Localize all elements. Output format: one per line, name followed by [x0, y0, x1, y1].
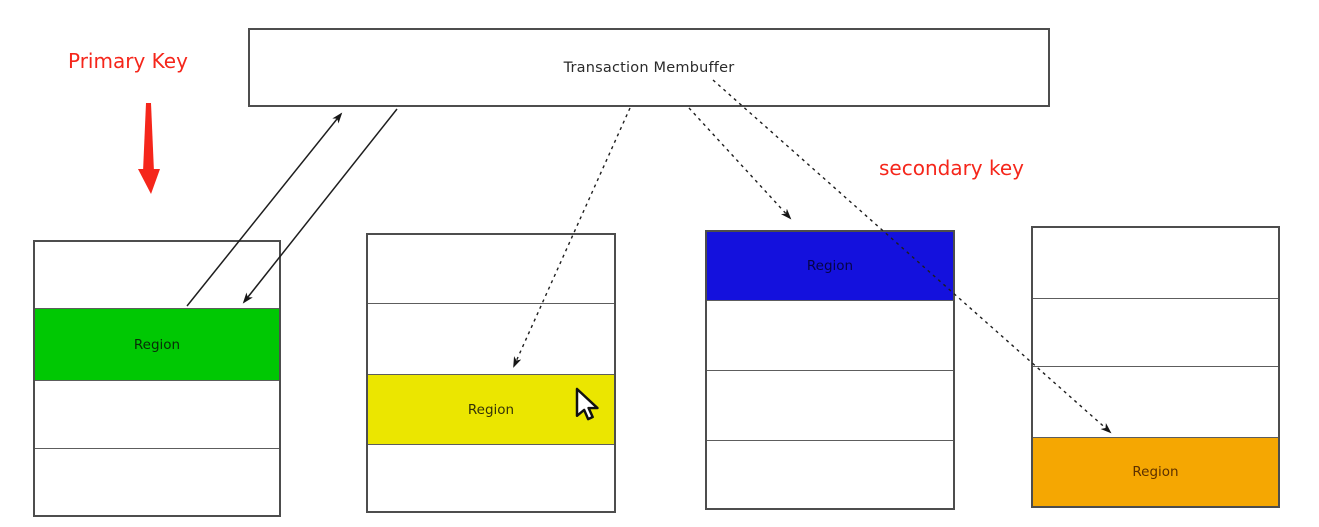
primary-key-label: Primary Key: [68, 49, 188, 73]
region-label: Region: [133, 336, 181, 353]
table-row: [707, 301, 953, 371]
region-row-green: Region: [35, 309, 279, 381]
secondary-key-label: secondary key: [879, 156, 1025, 180]
table-row: [35, 242, 279, 309]
table-row: [35, 449, 279, 515]
store-table-4: Region: [1031, 226, 1280, 508]
table-row: [707, 441, 953, 508]
table-row: [1033, 367, 1278, 438]
primary-key-red-arrow: [138, 103, 160, 194]
store-table-2: Region: [366, 233, 616, 513]
region-label: Region: [806, 258, 854, 274]
region-row-orange: Region: [1033, 438, 1278, 506]
region-label: Region: [467, 401, 515, 418]
table-row: [707, 371, 953, 441]
transaction-membuffer-label: Transaction Membuffer: [563, 59, 735, 76]
store-table-1: Region: [33, 240, 281, 517]
table-row: [1033, 228, 1278, 299]
table-row: [35, 381, 279, 449]
table-row: [368, 304, 614, 375]
region-label: Region: [1132, 464, 1179, 480]
region-row-yellow: Region: [368, 375, 614, 445]
region-row-blue: Region: [707, 232, 953, 301]
table-row: [368, 445, 614, 511]
arrow-membuffer-to-blue: [688, 107, 792, 220]
store-table-3: Region: [705, 230, 955, 510]
table-row: [1033, 299, 1278, 367]
table-row: [368, 235, 614, 304]
transaction-membuffer-box: Transaction Membuffer: [248, 28, 1050, 107]
